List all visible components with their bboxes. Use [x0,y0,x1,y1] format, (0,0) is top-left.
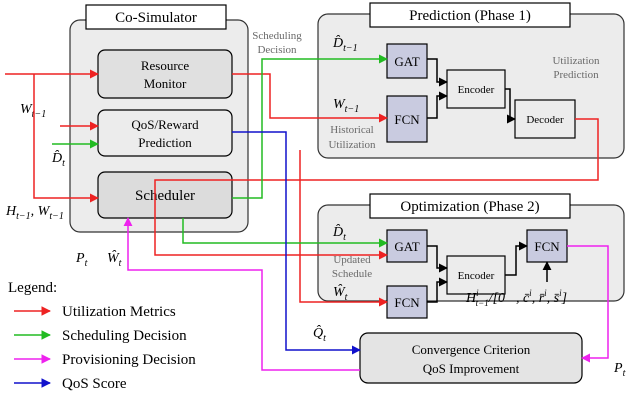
convergence-box: Convergence Criterion QoS Improvement [359,332,583,384]
math-w-hat-t-cosim: Ŵt [107,249,122,269]
optimization-fcn-left-label: FCN [394,295,420,310]
arrow-red-monitor-to-qos [33,74,99,203]
prediction-encoder-box: Encoder [446,69,506,109]
arrow-black-gat-to-encoder [427,58,448,87]
utilization-prediction-line2: Prediction [553,69,599,81]
arrow-red-wt-to-fcn [299,150,388,307]
convergence-line1: Convergence Criterion [412,342,531,357]
resource-monitor-line1: Resource [141,58,190,73]
arrow-mag-fcn-to-convergence [567,245,609,363]
legend-title: Legend: [8,280,57,296]
prediction-encoder-label: Encoder [458,84,495,96]
legend-item-qos: QoS Score [14,376,127,392]
updated-schedule-line1: Updated [333,254,371,266]
arrow-black-opt-fcn-to-encoder [427,277,448,303]
math-h-w-inputs: Ht−1, Wt−1 [5,204,64,222]
math-d-hat-t-cosim: D̂t [51,150,65,169]
convergence-line2: QoS Improvement [423,361,520,376]
resource-monitor-box: Resource Monitor [97,49,233,99]
connections [5,54,609,371]
arrow-green-scheduler-to-opt-gat [182,218,388,248]
cosimulator-title: Co-Simulator [115,10,197,26]
prediction-decoder-label: Decoder [526,114,564,126]
legend-item-provisioning: Provisioning Decision [14,352,196,368]
historical-utilization-line2: Utilization [328,139,376,151]
optimization-encoder-label: Encoder [458,270,495,282]
math-p-t-opt: Pt [613,361,626,379]
arrow-black-fcn-to-encoder [427,91,448,119]
math-w-hat-t-opt: Ŵt [333,283,348,303]
prediction-gat-label: GAT [394,54,419,69]
utilization-prediction-line1: Utilization [552,55,600,67]
optimization-title: Optimization (Phase 2) [400,199,539,215]
legend-item-scheduling: Scheduling Decision [14,328,187,344]
math-d-hat-t-opt: D̂t [332,224,346,243]
arrow-red-monitor-to-fcn [232,73,388,123]
optimization-gat-label: GAT [394,239,419,254]
prediction-title: Prediction (Phase 1) [409,8,531,24]
arrow-black-encoder-to-fcn [505,241,528,276]
arrow-black-opt-gat-to-encoder [427,245,448,273]
scheduling-decision-line2: Decision [257,44,297,56]
legend-label-utilization: Utilization Metrics [62,304,176,320]
resource-monitor-line2: Monitor [144,76,187,91]
math-labels: D̂t−1 Wt−1 Wt−1 D̂t Ht−1, Wt−1 D̂t Ŵt Ŵt… [5,35,626,379]
prediction-fcn-box: FCN [386,95,428,143]
legend-label-provisioning: Provisioning Decision [62,352,196,368]
math-w-t-minus-1-cosim: Wt−1 [20,102,46,120]
historical-utilization-line1: Historical [330,124,373,136]
optimization-gat-box: GAT [386,229,428,263]
optimization-encoder-box: Encoder [446,255,506,295]
scheduling-decision-line1: Scheduling [252,30,302,42]
legend-label-scheduling: Scheduling Decision [62,328,187,344]
optimization-fcn-right-box: FCN [526,229,568,263]
prediction-fcn-label: FCN [394,112,420,127]
arrow-black-encoder-to-decoder [505,88,516,124]
optimization-fcn-left-box: FCN [386,285,428,319]
arrow-green-scheduler-to-gat [232,54,388,199]
qos-prediction-line2: Prediction [138,135,192,150]
math-q-hat-t: Q̂t [313,325,326,344]
arrow-mag-convergence-to-scheduler [123,217,360,371]
updated-schedule-line2: Schedule [332,268,372,280]
math-p-t-cosim: Pt [75,251,88,269]
qos-prediction-line1: QoS/Reward [131,117,199,132]
scheduler-label: Scheduler [135,188,195,204]
prediction-decoder-box: Decoder [514,99,576,139]
legend-item-utilization: Utilization Metrics [14,304,176,320]
optimization-fcn-right-label: FCN [534,239,560,254]
qos-prediction-box: QoS/Reward Prediction [97,109,233,157]
legend-label-qos: QoS Score [62,376,127,392]
arrow-blue-qos-to-convergence [232,131,361,355]
prediction-gat-box: GAT [386,43,428,79]
arrow-red-decoder-to-opt [154,118,599,260]
scheduler-box: Scheduler [97,171,233,219]
legend: Legend: Utilization Metrics Scheduling D… [8,280,196,392]
